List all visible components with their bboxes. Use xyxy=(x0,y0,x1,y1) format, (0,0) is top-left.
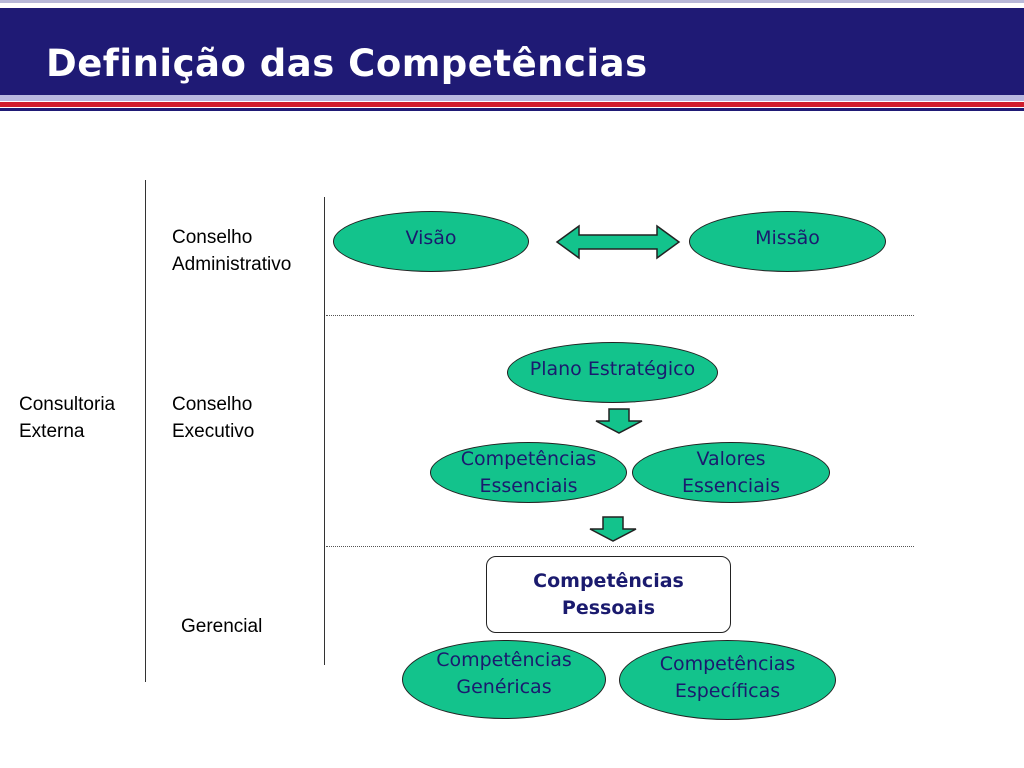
slide-header: Definição das Competências xyxy=(0,0,1024,95)
consultoria-externa-label: Consultoria Externa xyxy=(19,394,116,442)
competencias-especificas-text: Competências Específicas xyxy=(659,653,796,702)
header-lavender-stripe xyxy=(0,95,1024,101)
separator-admin-exec xyxy=(326,315,914,316)
competencias-pessoais-box: Competências Pessoais xyxy=(486,556,731,633)
header-top-line xyxy=(0,0,1024,3)
plano-estrategico-node: Plano Estratégico xyxy=(507,342,718,403)
header-navy-stripe xyxy=(0,108,1024,111)
visao-node: Visão xyxy=(333,211,529,272)
missao-node: Missão xyxy=(689,211,886,272)
competencias-genericas-node: Competências Genéricas xyxy=(402,640,606,719)
header-red-stripe xyxy=(0,102,1024,107)
separator-exec-gerencial xyxy=(326,546,914,547)
competencias-especificas-node: Competências Específicas xyxy=(619,640,836,720)
divider-left-vertical xyxy=(145,180,146,682)
competencias-pessoais-text: Competências Pessoais xyxy=(533,569,684,619)
slide-title: Definição das Competências xyxy=(46,42,648,85)
competencias-genericas-text: Competências Genéricas xyxy=(436,648,572,698)
double-arrow-icon xyxy=(555,224,681,260)
conselho-administrativo-label: Conselho Administrativo xyxy=(172,227,292,275)
down-arrow-icon xyxy=(595,408,643,434)
valores-essenciais-text: Valores Essenciais xyxy=(681,447,781,497)
competencias-essenciais-text: Competências Essenciais xyxy=(460,447,597,497)
conselho-executivo-label: Conselho Executivo xyxy=(172,394,255,442)
divider-center-vertical xyxy=(324,197,325,665)
gerencial-label: Gerencial xyxy=(181,616,263,637)
valores-essenciais-node: Valores Essenciais xyxy=(632,442,830,503)
plano-estrategico-text: Plano Estratégico xyxy=(529,358,696,380)
missao-text: Missão xyxy=(755,227,820,249)
competencias-essenciais-node: Competências Essenciais xyxy=(430,442,627,503)
down-arrow-icon xyxy=(589,516,637,542)
title-bar xyxy=(0,8,1024,95)
visao-text: Visão xyxy=(405,227,457,249)
